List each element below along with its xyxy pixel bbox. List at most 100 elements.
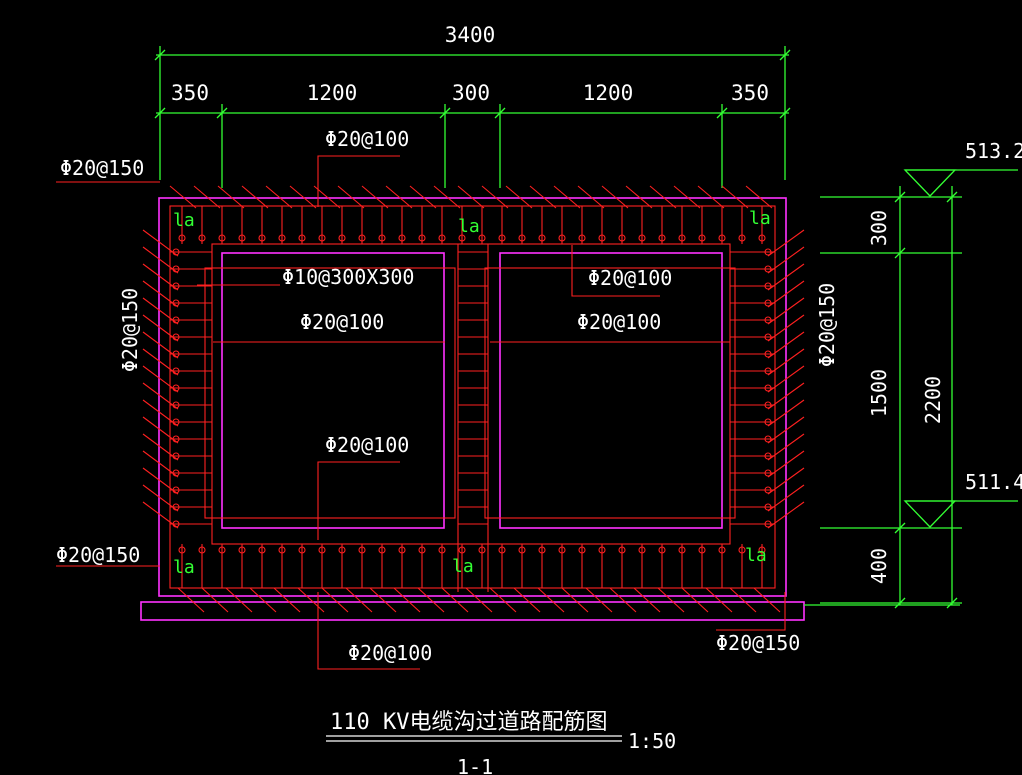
total-height-dim: 2200 bbox=[921, 376, 945, 424]
bar-dot bbox=[178, 546, 186, 554]
bar-dot bbox=[764, 469, 772, 477]
bottom-diagonal-bar bbox=[273, 587, 301, 613]
base-cushion-outline bbox=[140, 601, 805, 621]
rebar-left-upper: Φ20@150 bbox=[60, 156, 144, 180]
bar-dot bbox=[258, 546, 266, 554]
dim-tick bbox=[439, 107, 451, 119]
bar-dot bbox=[598, 546, 606, 554]
left-diagonal-bar bbox=[142, 331, 179, 359]
top-diagonal-bar bbox=[193, 185, 221, 209]
segment-dim-1: 350 bbox=[171, 81, 209, 105]
bar-dot bbox=[764, 418, 772, 426]
leader-lines bbox=[56, 155, 786, 670]
top-diagonal-bar bbox=[409, 185, 437, 209]
bar-dot bbox=[338, 234, 346, 242]
bar-dot bbox=[398, 234, 406, 242]
top-diagonal-bar bbox=[457, 185, 485, 209]
dim-tick bbox=[779, 49, 791, 61]
right-diagonal-bar bbox=[767, 365, 805, 393]
bar-dot bbox=[764, 452, 772, 460]
left-diagonal-bar bbox=[142, 365, 179, 393]
bottom-diagonal-bar bbox=[633, 587, 661, 613]
elevation-marker bbox=[903, 500, 957, 528]
top-diagonal-bar bbox=[169, 185, 197, 209]
bottom-diagonal-bar bbox=[729, 587, 757, 613]
dimension-lines bbox=[154, 46, 1018, 609]
left-diagonal-bar bbox=[142, 280, 179, 308]
elevation-top-label: 513.200 bbox=[965, 139, 1022, 163]
bar-dot bbox=[764, 299, 772, 307]
vertical-dim-top: 300 bbox=[867, 210, 891, 246]
left-diagonal-bar bbox=[142, 484, 179, 512]
top-diagonal-bar bbox=[217, 185, 245, 209]
dim-tick bbox=[779, 107, 791, 119]
bar-dot bbox=[578, 546, 586, 554]
bottom-diagonal-bar bbox=[441, 587, 469, 613]
bar-dot bbox=[318, 234, 326, 242]
bottom-diagonal-bar bbox=[225, 587, 253, 613]
right-diagonal-bar bbox=[767, 314, 805, 342]
bar-dot bbox=[518, 546, 526, 554]
top-diagonal-bar bbox=[553, 185, 581, 209]
dim-tick bbox=[154, 49, 166, 61]
right-diagonal-bar bbox=[767, 348, 805, 376]
top-diagonal-bar bbox=[481, 185, 509, 209]
bar-dot bbox=[738, 546, 746, 554]
top-diagonal-bar bbox=[577, 185, 605, 209]
left-diagonal-bar bbox=[142, 467, 179, 495]
right-diagonal-bar bbox=[767, 229, 805, 257]
top-diagonal-bar bbox=[673, 185, 701, 209]
bar-dot bbox=[358, 234, 366, 242]
bar-dot bbox=[738, 234, 746, 242]
bar-dot bbox=[538, 546, 546, 554]
right-diagonal-bar bbox=[767, 416, 805, 444]
dim-tick bbox=[894, 597, 906, 609]
top-diagonal-bar bbox=[625, 185, 653, 209]
rebar-left-wall: Φ20@150 bbox=[118, 288, 142, 372]
dim-tick bbox=[894, 247, 906, 259]
right-diagonal-bar bbox=[767, 331, 805, 359]
top-diagonal-bar bbox=[505, 185, 533, 209]
cell-rebar-left bbox=[204, 267, 456, 519]
dim-tick bbox=[946, 597, 958, 609]
right-diagonal-bar bbox=[767, 263, 805, 291]
bar-dot bbox=[718, 546, 726, 554]
bar-dot bbox=[298, 234, 306, 242]
bar-dot bbox=[758, 546, 766, 554]
top-diagonal-bar bbox=[529, 185, 557, 209]
left-diagonal-bar bbox=[142, 297, 179, 325]
top-diagonal-bar bbox=[649, 185, 677, 209]
bottom-diagonal-bar bbox=[249, 587, 277, 613]
right-diagonal-bar bbox=[767, 297, 805, 325]
bottom-diagonal-bar bbox=[489, 587, 517, 613]
bar-dot bbox=[178, 234, 186, 242]
segment-dim-3: 300 bbox=[452, 81, 490, 105]
top-diagonal-bar bbox=[697, 185, 725, 209]
dim-tick bbox=[154, 107, 166, 119]
bar-dot bbox=[764, 350, 772, 358]
dim-tick bbox=[716, 107, 728, 119]
left-diagonal-bar bbox=[142, 348, 179, 376]
bottom-diagonal-bar bbox=[297, 587, 325, 613]
right-diagonal-bar bbox=[767, 246, 805, 274]
bar-dot bbox=[764, 248, 772, 256]
bottom-diagonal-bar bbox=[465, 587, 493, 613]
top-diagonal-bar bbox=[361, 185, 389, 209]
rebar-left-span: Φ20@100 bbox=[300, 310, 384, 334]
top-diagonal-bar bbox=[745, 185, 773, 209]
elevation-marker bbox=[903, 169, 957, 197]
anchor-label-bottom-right: la bbox=[745, 545, 767, 566]
bottom-diagonal-bar bbox=[657, 587, 685, 613]
left-diagonal-bar bbox=[142, 314, 179, 342]
bottom-diagonal-bar bbox=[513, 587, 541, 613]
left-diagonal-bar bbox=[142, 246, 179, 274]
rebar-right-span: Φ20@100 bbox=[577, 310, 661, 334]
bar-dot bbox=[358, 546, 366, 554]
bar-dot bbox=[578, 234, 586, 242]
bar-dot bbox=[478, 546, 486, 554]
bottom-diagonal-bar bbox=[561, 587, 589, 613]
bar-dot bbox=[758, 234, 766, 242]
bottom-diagonal-bar bbox=[321, 587, 349, 613]
bar-dot bbox=[378, 234, 386, 242]
